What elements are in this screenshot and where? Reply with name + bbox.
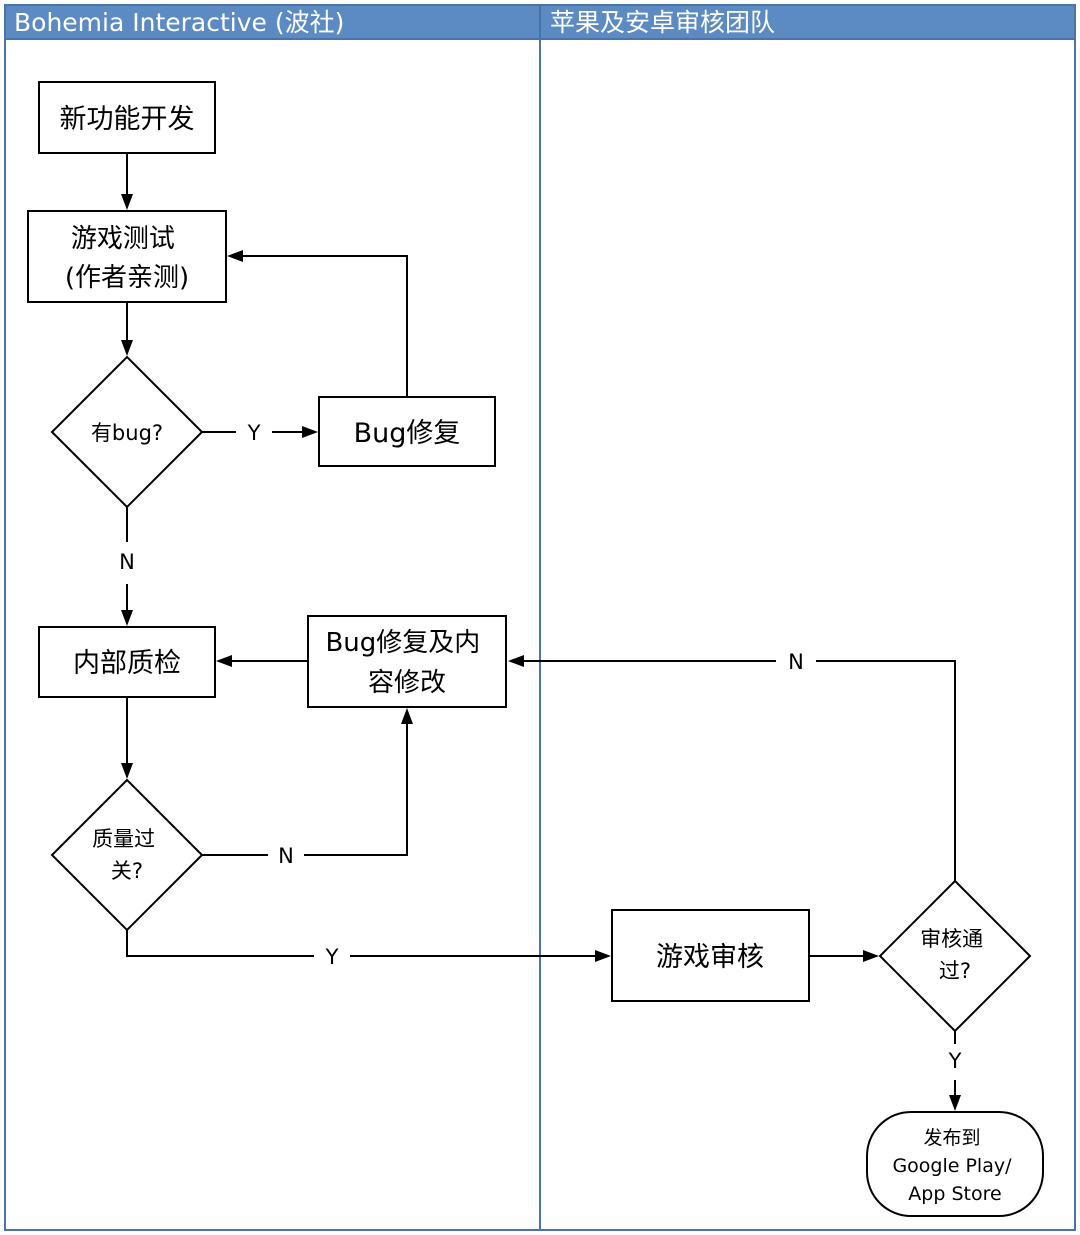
node-bug-fix: Bug修复: [318, 396, 496, 467]
process-box: [38, 626, 216, 698]
node-label-line: 容修改: [368, 668, 446, 698]
arrowhead: [595, 950, 611, 962]
node-label-line: App Store: [908, 1183, 1001, 1205]
decision-diamond: [878, 879, 1032, 1033]
edge-quality-yes-a: [126, 930, 314, 957]
arrowhead: [121, 194, 133, 210]
node-label: 有bug?: [91, 421, 163, 445]
arrowhead: [401, 708, 413, 724]
decision-diamond: [50, 355, 204, 509]
process-box: [318, 396, 496, 467]
node-label-line: 审核通: [920, 927, 983, 951]
node-label: 质量过 关?: [92, 827, 162, 883]
node-label: 内部质检: [73, 648, 181, 679]
node-publish: 发布到 Google Play/ App Store: [866, 1111, 1044, 1217]
arrowhead: [508, 655, 524, 667]
node-label-line: Bug修复及内: [325, 628, 480, 658]
lane-right-frame: [539, 4, 1076, 1231]
node-label-line: Google Play/: [892, 1155, 1012, 1177]
arrowhead: [949, 1095, 961, 1111]
process-box: [307, 615, 507, 708]
node-label: Bug修复及内 容修改: [325, 628, 488, 698]
terminal-box: [866, 1111, 1044, 1217]
node-label: 发布到 Google Play/ App Store: [892, 1127, 1017, 1205]
node-bug-fix-content: Bug修复及内 容修改: [307, 615, 507, 708]
node-label-line: 游戏测试: [71, 224, 175, 254]
node-game-test: 游戏测试 (作者亲测): [27, 210, 227, 303]
node-label-line: 游戏审核: [656, 942, 764, 973]
arrowhead: [863, 950, 879, 962]
node-label-line: 过?: [939, 959, 971, 983]
node-label: 新功能开发: [60, 104, 195, 135]
node-internal-qa: 内部质检: [38, 626, 216, 698]
node-label-line: (作者亲测): [65, 263, 189, 293]
node-label-line: 关?: [111, 859, 143, 883]
node-review-pass: 审核通 过?: [878, 879, 1032, 1033]
lane-left-header: [4, 4, 541, 40]
arrowhead: [121, 763, 133, 779]
edge-label-has-bug-yes: Y: [247, 421, 261, 445]
arrowhead: [216, 655, 232, 667]
node-label-line: 有bug?: [91, 421, 163, 445]
arrowheads: [121, 194, 961, 1111]
edge-label-has-bug-no: N: [119, 550, 135, 574]
node-label-line: 质量过: [92, 827, 155, 851]
node-has-bug: 有bug?: [50, 355, 204, 509]
node-label: 审核通 过?: [920, 927, 990, 983]
node-label: 游戏审核: [656, 942, 764, 973]
node-label-line: 内部质检: [73, 648, 181, 679]
lane-right-header: [539, 4, 1076, 40]
arrowhead: [227, 250, 243, 262]
process-box: [27, 210, 227, 303]
arrowhead: [302, 426, 318, 438]
edge-label-quality-yes: Y: [325, 945, 339, 969]
edge-bug-fix-to-game-test: [242, 255, 408, 397]
edge-label-review-no: N: [788, 650, 804, 674]
edges: [126, 153, 956, 1096]
edge-quality-no-b: [304, 723, 408, 856]
process-box: [38, 81, 216, 154]
node-label: Bug修复: [354, 418, 461, 449]
lane-left-title: Bohemia Interactive (波社): [14, 8, 344, 37]
node-game-review: 游戏审核: [611, 909, 810, 1002]
node-label-line: Bug修复: [354, 418, 461, 449]
node-quality-pass: 质量过 关?: [50, 778, 204, 932]
arrowhead: [121, 340, 133, 356]
node-label: 游戏测试 (作者亲测): [65, 224, 189, 293]
edge-label-quality-no: N: [278, 844, 294, 868]
node-label-line: 发布到: [923, 1127, 980, 1149]
lane-right-title: 苹果及安卓审核团队: [550, 8, 775, 37]
edge-review-no-a: [816, 660, 956, 881]
process-box: [611, 909, 810, 1002]
arrowhead: [121, 610, 133, 626]
node-label-line: 新功能开发: [60, 104, 195, 135]
decision-diamond: [50, 778, 204, 932]
node-new-feature: 新功能开发: [38, 81, 216, 154]
edge-label-review-yes: Y: [948, 1049, 962, 1073]
